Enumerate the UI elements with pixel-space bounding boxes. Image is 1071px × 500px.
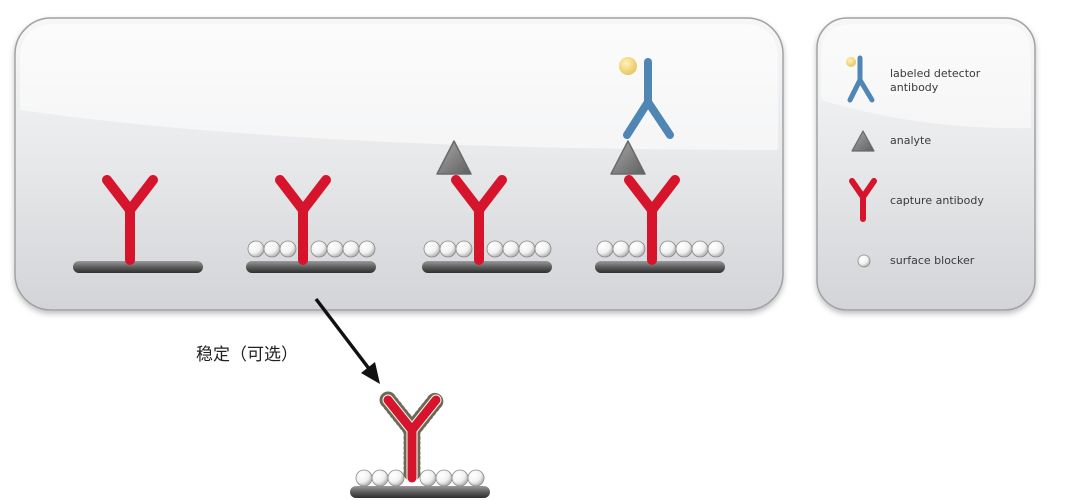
legend-analyte-label: analyte xyxy=(890,134,932,147)
detector-antibody xyxy=(619,57,674,139)
blocker-row xyxy=(355,469,485,487)
assay-panel xyxy=(14,17,784,311)
legend-analyte-icon xyxy=(851,130,875,152)
stabilization-label: 稳定（可选） xyxy=(196,345,298,365)
step-4-detector xyxy=(595,57,725,273)
analyte xyxy=(436,140,472,175)
stabilization-arrow xyxy=(314,297,380,384)
legend-capture-icon xyxy=(849,178,877,222)
capture-antibody xyxy=(102,175,158,265)
capture-antibody xyxy=(383,395,441,483)
blocker-row xyxy=(423,240,552,258)
legend-panel xyxy=(816,17,1036,311)
step-3-analyte xyxy=(422,140,552,273)
surface-plate xyxy=(350,486,490,498)
legend-detector-label: labeled detector antibody xyxy=(890,67,981,94)
surface-plate xyxy=(246,261,376,273)
analyte xyxy=(610,140,646,175)
surface-plate xyxy=(73,261,203,273)
stabilized-antibody xyxy=(350,391,490,498)
step-2-blocked xyxy=(246,175,376,273)
capture-antibody xyxy=(624,175,680,265)
surface-plate xyxy=(422,261,552,273)
legend-blocker-icon xyxy=(857,254,871,268)
capture-antibody xyxy=(451,175,507,265)
blocker-row xyxy=(596,240,725,258)
surface-plate xyxy=(595,261,725,273)
detector-label xyxy=(619,57,637,75)
step-1-capture xyxy=(73,175,203,273)
capture-antibody xyxy=(275,175,331,265)
legend-detector-icon xyxy=(846,55,875,103)
legend-capture-label: capture antibody xyxy=(890,194,984,207)
legend-blocker-label: surface blocker xyxy=(890,254,975,267)
blocker-row xyxy=(247,240,376,258)
